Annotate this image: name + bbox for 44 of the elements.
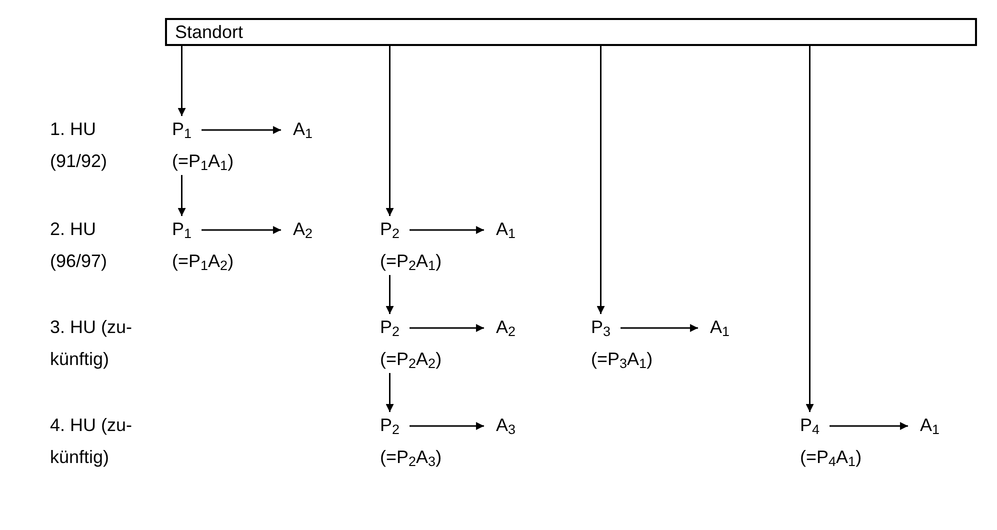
arrow (410, 422, 484, 430)
row-label: künftig) (50, 348, 110, 370)
arrow (386, 275, 394, 314)
row-label: künftig) (50, 446, 110, 468)
arrow (806, 46, 814, 412)
node-label: A$_{2}$ (293, 218, 313, 240)
arrow (620, 324, 698, 332)
node-caption: (=P$_{2}$A$_{3}$) (380, 446, 442, 468)
arrow (386, 46, 394, 216)
node-label: P$_{1}$ (172, 118, 192, 140)
node-label: A$_{2}$ (496, 316, 516, 338)
row-label: 1. HU (50, 118, 96, 140)
row-label: 2. HU (50, 218, 96, 240)
node-caption: (=P$_{1}$A$_{2}$) (172, 250, 234, 272)
arrow (830, 422, 908, 430)
node-label: P$_{2}$ (380, 316, 400, 338)
arrow (410, 324, 484, 332)
row-label: (96/97) (50, 250, 108, 272)
node-label: A$_{1}$ (496, 218, 516, 240)
node-label: P$_{3}$ (591, 316, 611, 338)
node-label: A$_{1}$ (920, 414, 940, 436)
node-label: P$_{1}$ (172, 218, 192, 240)
node-caption: (=P$_{4}$A$_{1}$) (800, 446, 862, 468)
row-label: (91/92) (50, 150, 108, 172)
arrow (596, 46, 605, 314)
node-label: P$_{2}$ (380, 218, 400, 240)
arrow (202, 126, 281, 134)
location-box: Standort (165, 18, 977, 46)
row-label: 4. HU (zu- (50, 414, 132, 436)
node-caption: (=P$_{2}$A$_{1}$) (380, 250, 442, 272)
node-caption: (=P$_{3}$A$_{1}$) (591, 348, 653, 370)
node-caption: (=P$_{1}$A$_{1}$) (172, 150, 234, 172)
node-label: P$_{2}$ (380, 414, 400, 436)
node-label: A$_{1}$ (293, 118, 313, 140)
node-label: A$_{3}$ (496, 414, 516, 436)
node-caption: (=P$_{2}$A$_{2}$) (380, 348, 442, 370)
arrow (178, 175, 186, 216)
row-label: 3. HU (zu- (50, 316, 132, 338)
node-label: A$_{1}$ (710, 316, 730, 338)
arrow (202, 226, 281, 234)
arrow (178, 46, 186, 116)
arrow (410, 226, 484, 234)
node-label: P$_{4}$ (800, 414, 820, 436)
arrow (386, 373, 394, 412)
